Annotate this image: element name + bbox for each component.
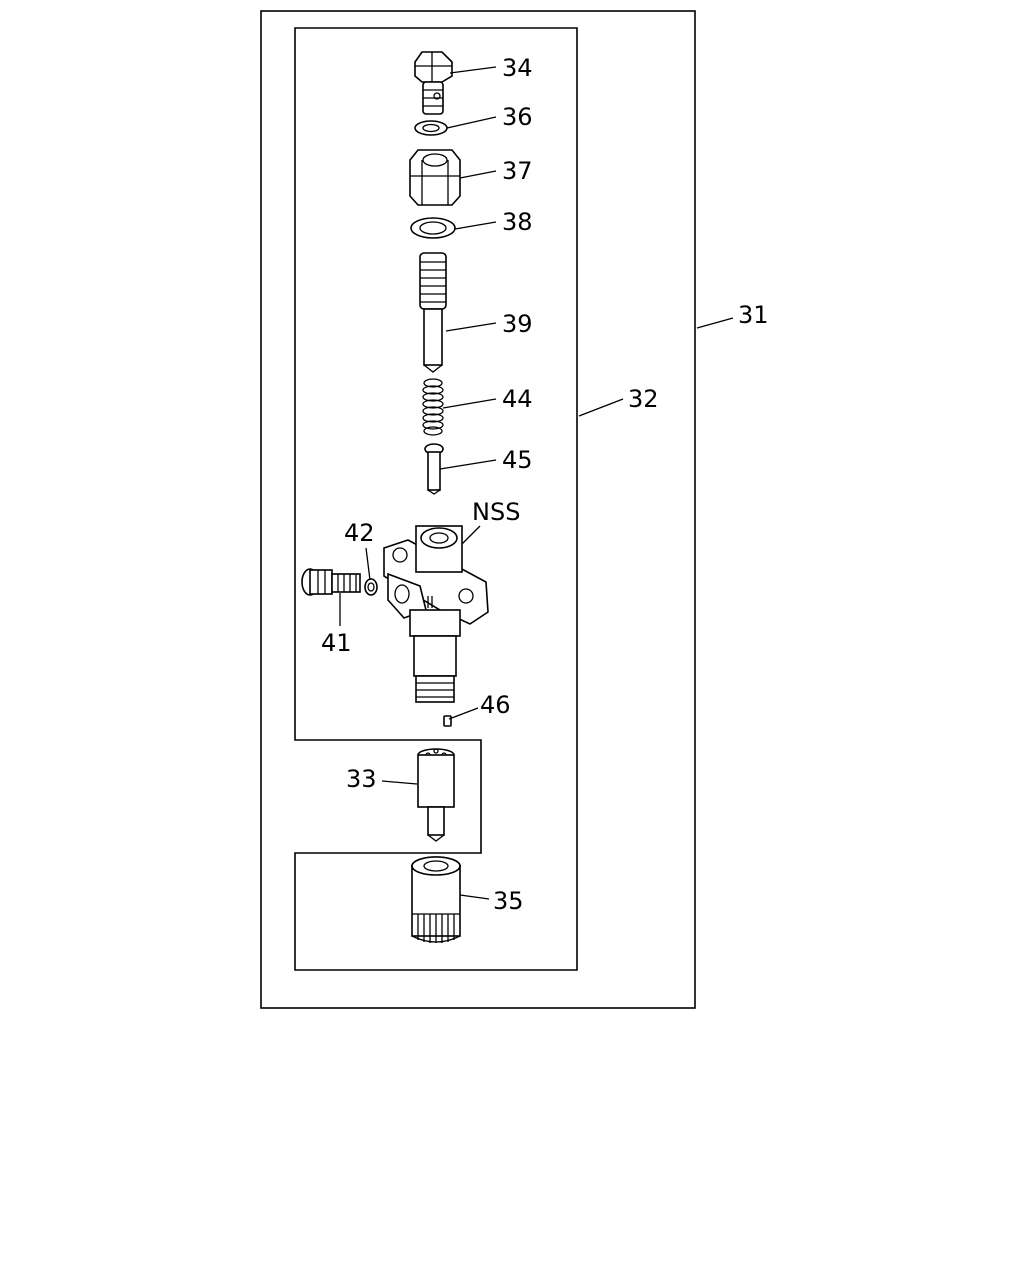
leader-lines <box>339 66 734 900</box>
subassembly-frame-32 <box>294 27 578 971</box>
callout-36: 36 <box>502 103 533 131</box>
part-39-rod <box>419 252 447 373</box>
part-34-bolt <box>414 51 453 115</box>
callout-32: 32 <box>628 385 659 413</box>
part-33-nozzle <box>417 748 455 842</box>
part-46-dowel <box>443 715 452 727</box>
callout-31: 31 <box>738 301 769 329</box>
callout-41: 41 <box>321 629 352 657</box>
assembly-frame-31 <box>260 10 696 1009</box>
callout-45: 45 <box>502 446 533 474</box>
part-35-retaining-nut <box>411 856 461 943</box>
callout-44: 44 <box>502 385 533 413</box>
part-37-nut <box>409 149 461 206</box>
part-36-washer <box>414 120 448 136</box>
part-44-spring <box>422 378 444 436</box>
part-41-fitting <box>301 568 361 596</box>
callout-37: 37 <box>502 157 533 185</box>
callout-39: 39 <box>502 310 533 338</box>
part-42-oring <box>364 578 378 596</box>
callout-35: 35 <box>493 887 524 915</box>
callout-34: 34 <box>502 54 533 82</box>
callout-33: 33 <box>346 765 377 793</box>
part-45-pin <box>424 443 444 495</box>
callout-42: 42 <box>344 519 375 547</box>
part-nss-injector-body <box>383 525 489 703</box>
callout-38: 38 <box>502 208 533 236</box>
part-38-washer <box>410 217 456 239</box>
callout-46: 46 <box>480 691 511 719</box>
callout-nss: NSS <box>472 498 520 526</box>
